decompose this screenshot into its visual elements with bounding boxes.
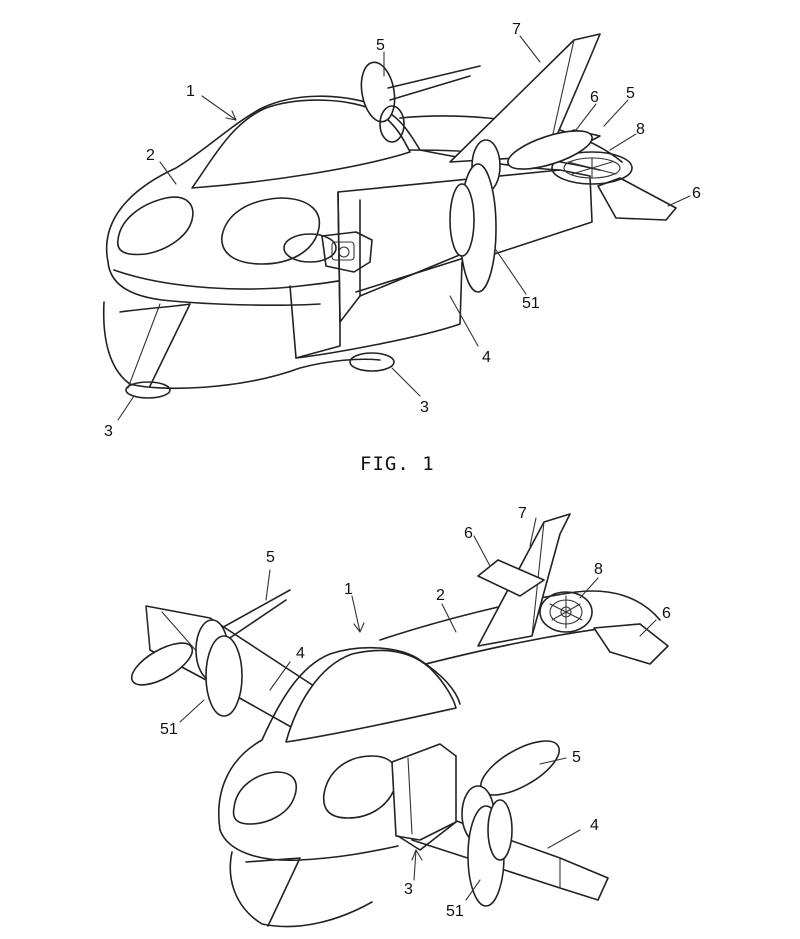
fig2-ref-51-left: 51 (160, 721, 178, 738)
fig2-ref-4-left: 4 (296, 645, 305, 662)
fig1-ref-3-front: 3 (104, 423, 113, 440)
fig2-ref-2: 2 (436, 587, 445, 604)
fig1-ref-6-upper: 6 (590, 89, 599, 106)
fig2-ref-7: 7 (518, 505, 527, 522)
fig1-ref-5-front: 5 (626, 85, 635, 102)
fig2-ref-5-right: 5 (572, 749, 581, 766)
fig1-ref-5-rear: 5 (376, 37, 385, 54)
fig2-ref-4-right: 4 (590, 817, 599, 834)
fig2-ref-1: 1 (344, 581, 353, 598)
fig2-ref-5-left: 5 (266, 549, 275, 566)
fig1-caption: FIG. 1 (360, 453, 435, 475)
fig1-aircraft-drawing (102, 33, 691, 421)
fig1-ref-6-lower: 6 (692, 185, 701, 202)
fig2-aircraft-drawing (130, 513, 669, 928)
fig1-ref-3-rear: 3 (420, 399, 429, 416)
fig2-ref-8: 8 (594, 561, 603, 578)
fig2-ref-3: 3 (404, 881, 413, 898)
fig2-ref-6-lower: 6 (662, 605, 671, 622)
fig2-ref-6-upper: 6 (464, 525, 473, 542)
fig1-ref-4: 4 (482, 349, 491, 366)
fig1-ref-2: 2 (146, 147, 155, 164)
fig2-ref-51-right: 51 (446, 903, 464, 920)
fig1-ref-51: 51 (522, 295, 540, 312)
fig1-ref-1: 1 (186, 83, 195, 100)
fig1-ref-7: 7 (512, 21, 521, 38)
fig1-ref-8: 8 (636, 121, 645, 138)
